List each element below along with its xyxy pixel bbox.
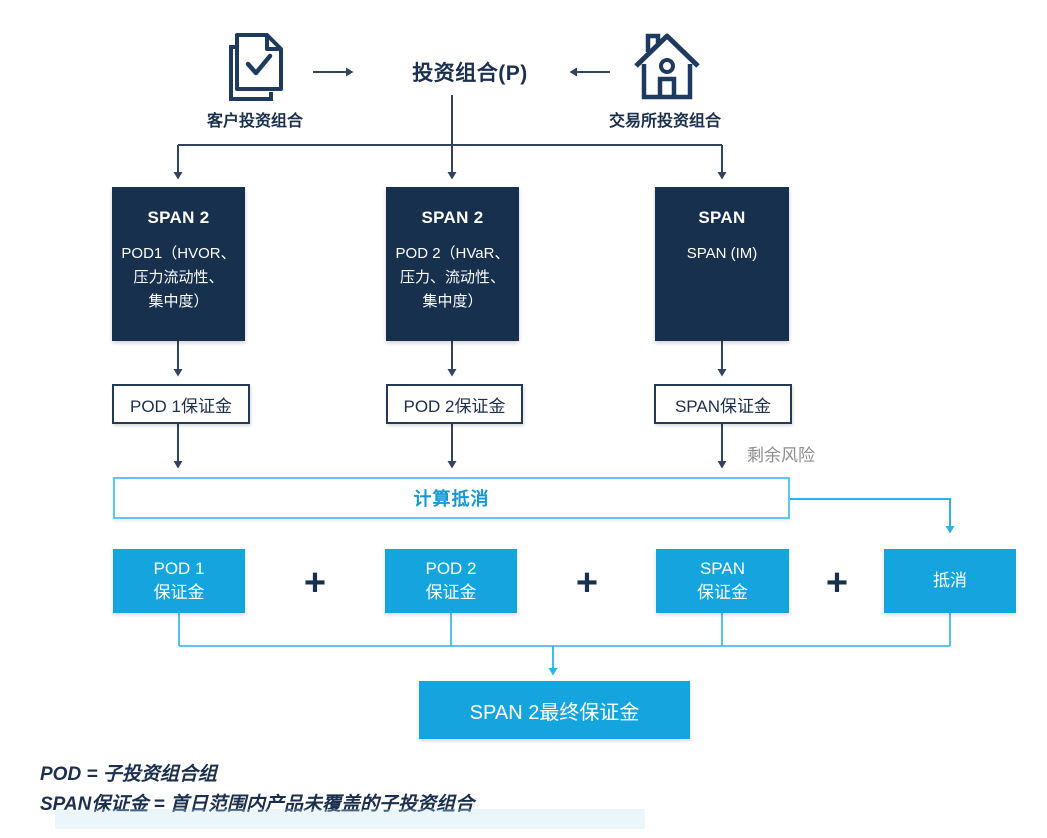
- faint-bottom-band: [55, 809, 645, 829]
- offset-calc-box: 计算抵消: [113, 477, 790, 519]
- model-box-span2-pod2: SPAN 2 POD 2（HVaR、 压力、流动性、 集中度）: [386, 187, 519, 341]
- model-box-title: SPAN 2: [147, 208, 210, 227]
- sum-box-pod2-margin: POD 2 保证金: [385, 549, 517, 613]
- portfolio-title: 投资组合(P): [412, 62, 528, 85]
- right-source-label: 交易所投资组合: [608, 113, 721, 130]
- footnotes: POD = 子投资组合组 SPAN保证金 = 首日范围内产品未覆盖的子投资组合: [40, 760, 740, 820]
- margin-box-pod2: POD 2保证金: [386, 384, 523, 424]
- margin-box-span: SPAN保证金: [654, 384, 792, 424]
- footnote-line1: POD = 子投资组合组: [40, 764, 217, 785]
- plus-sign: +: [825, 562, 849, 604]
- plus-sign: +: [303, 562, 327, 604]
- model-box-title: SPAN 2: [421, 208, 484, 227]
- offset-calc-label: 计算抵消: [413, 489, 490, 509]
- footnote-line2: SPAN保证金 = 首日范围内产品未覆盖的子投资组合: [40, 794, 475, 815]
- model-box-span2-pod1: SPAN 2 POD1（HVOR、 压力流动性、 集中度）: [112, 187, 245, 341]
- model-box-title: SPAN: [698, 208, 746, 227]
- final-margin-box: SPAN 2最终保证金: [419, 681, 690, 739]
- model-box-span: SPAN SPAN (IM): [655, 187, 789, 341]
- margin-box-pod1: POD 1保证金: [112, 384, 250, 424]
- sum-box-span-margin: SPAN 保证金: [656, 549, 789, 613]
- residual-risk-label: 剩余风险: [747, 446, 815, 465]
- sum-box-pod1-margin: POD 1 保证金: [113, 549, 245, 613]
- left-source-label: 客户投资组合: [206, 113, 303, 130]
- plus-sign: +: [575, 562, 599, 604]
- sum-box-offset: 抵消: [884, 549, 1016, 613]
- document-check-icon: [225, 31, 287, 103]
- house-icon: [631, 28, 703, 102]
